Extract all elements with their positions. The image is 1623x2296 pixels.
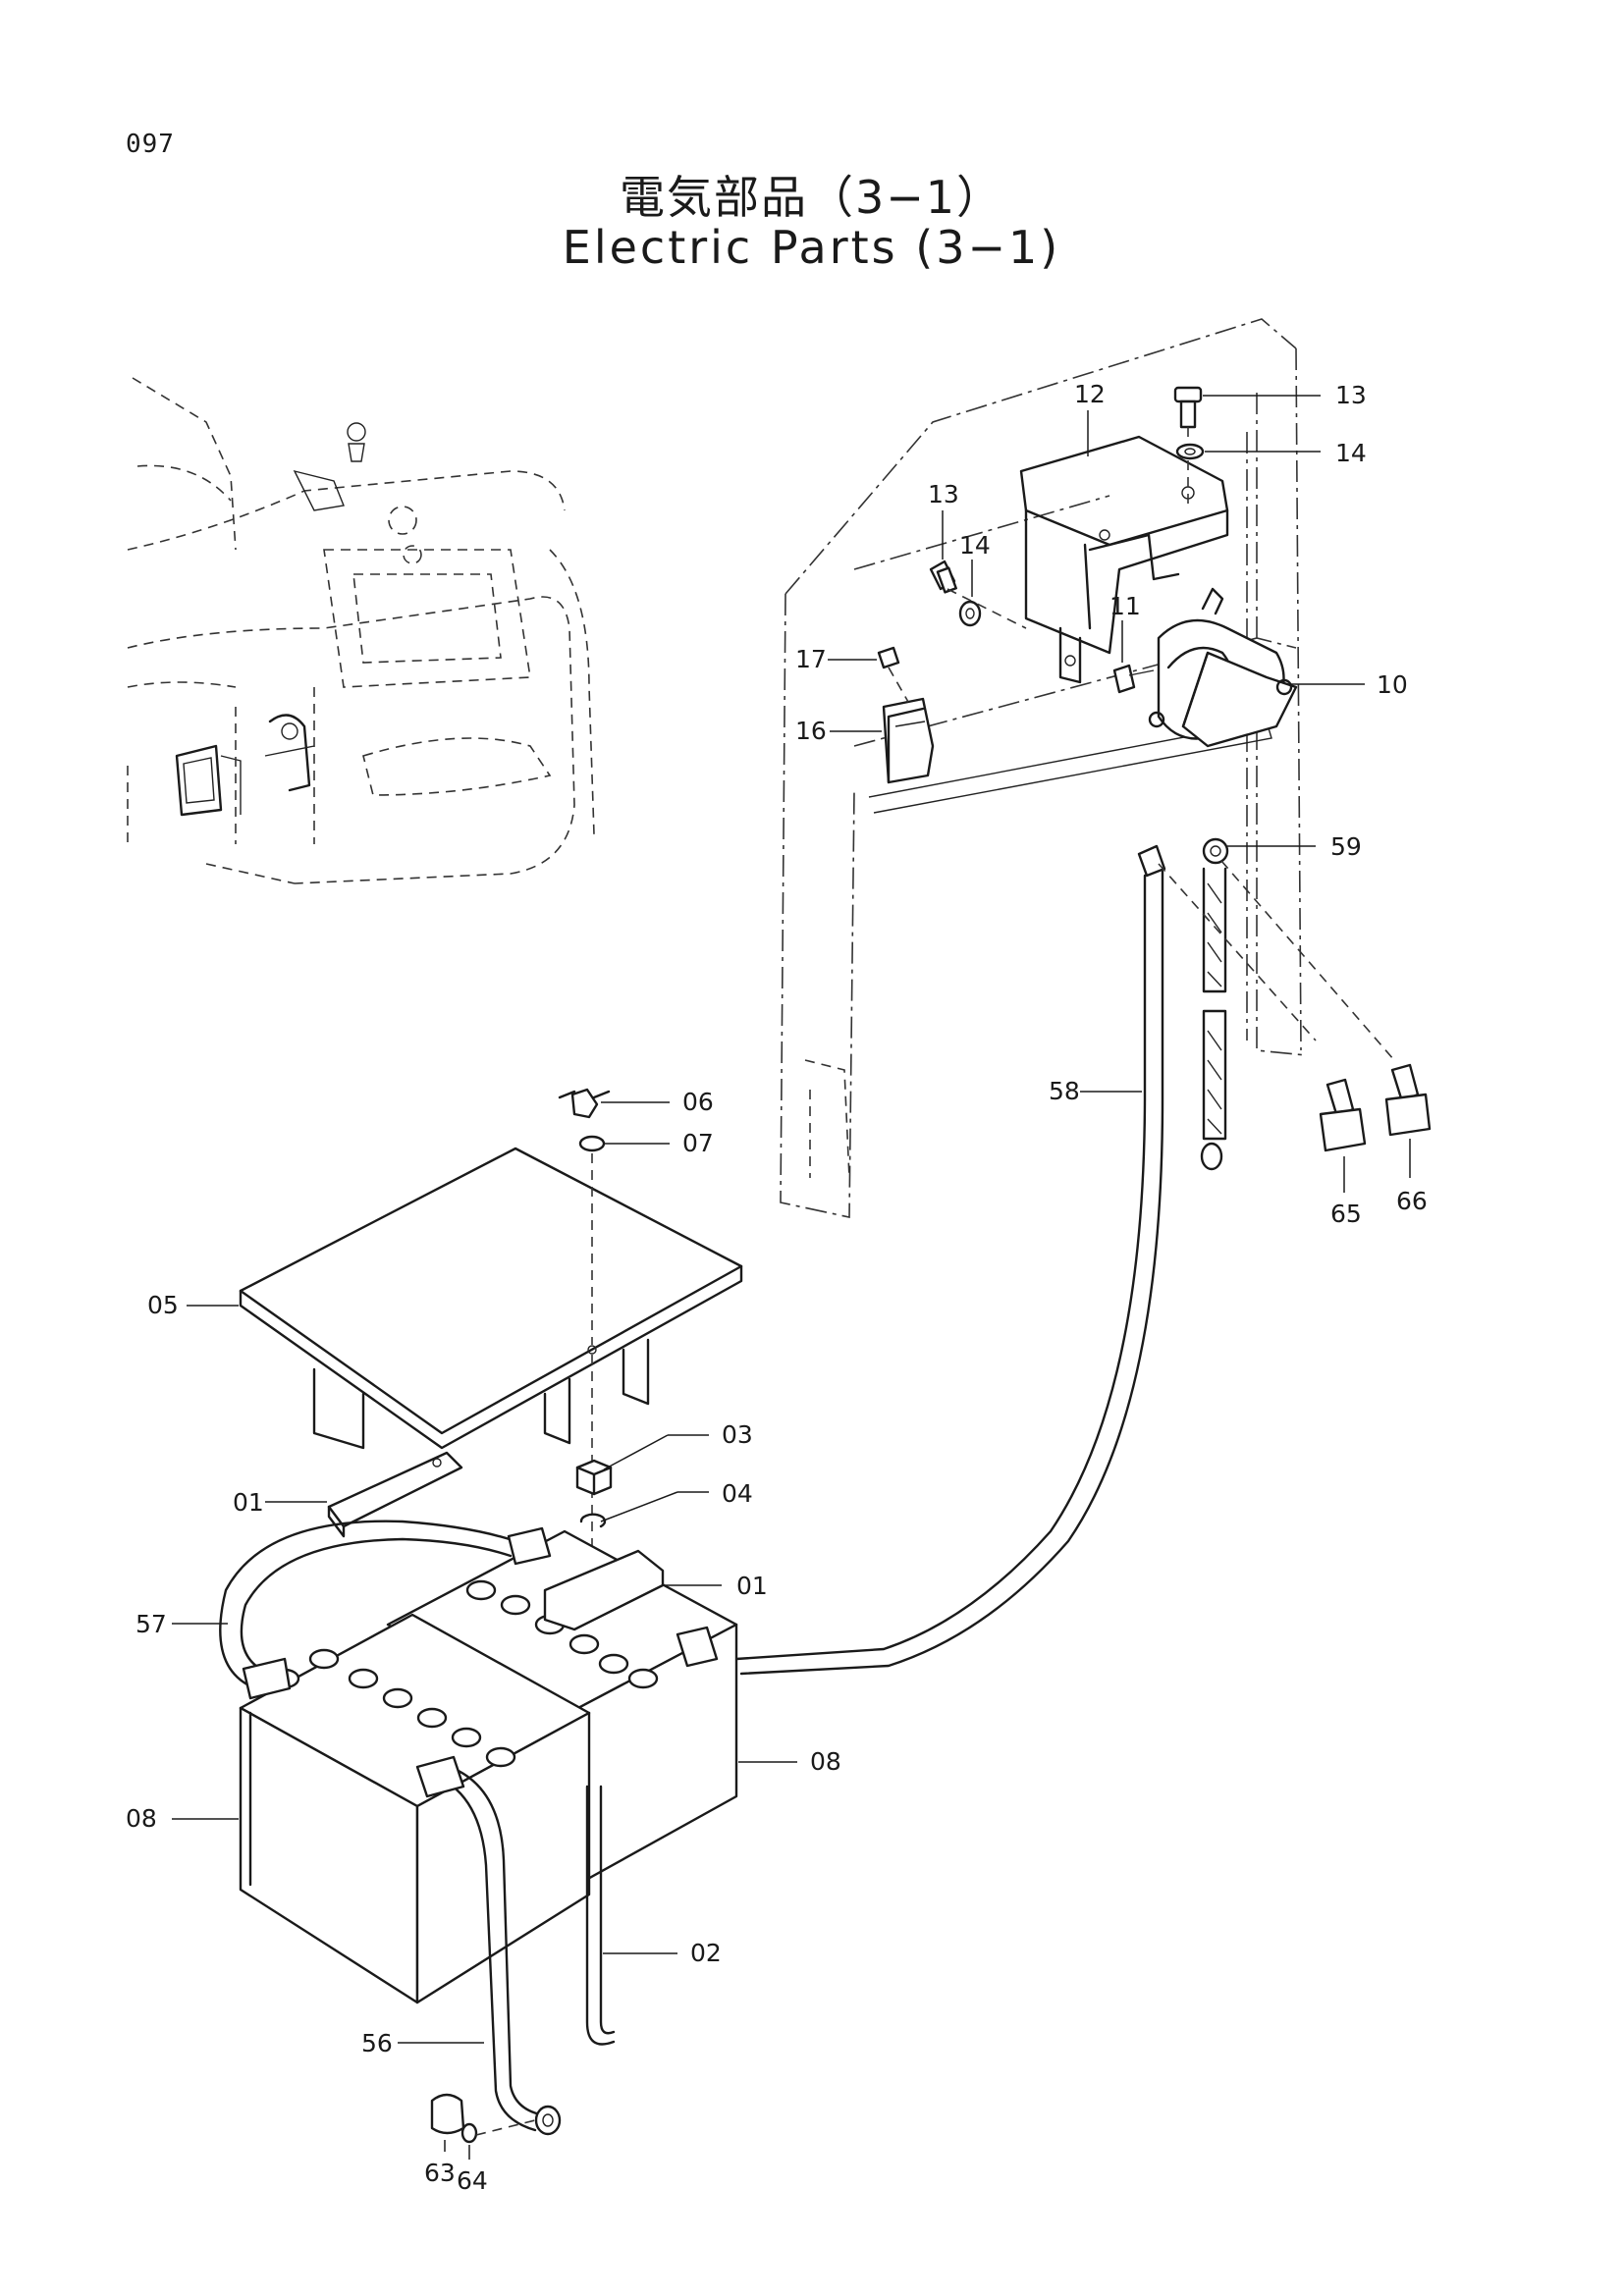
mounting-frame-outline	[780, 318, 1307, 1218]
callout-17: 17	[795, 645, 827, 673]
machine-overview-sketch	[127, 377, 595, 884]
cables-and-terminals	[734, 837, 1432, 1676]
battery-cables	[219, 1520, 719, 2144]
callout-14-left: 14	[959, 531, 991, 560]
callout-57: 57	[135, 1610, 167, 1638]
battery-pair	[239, 1451, 738, 2046]
callout-13-left: 13	[928, 480, 959, 508]
callout-11: 11	[1109, 592, 1141, 620]
callout-10: 10	[1377, 670, 1408, 699]
callout-01-right: 01	[736, 1572, 768, 1600]
callout-06: 06	[682, 1088, 714, 1116]
callout-12: 12	[1074, 380, 1106, 408]
callout-08-left: 08	[126, 1804, 157, 1833]
callout-03: 03	[722, 1420, 753, 1449]
battery-relay	[1112, 587, 1298, 748]
callout-01-left: 01	[233, 1488, 264, 1517]
battery-cover	[239, 1088, 743, 1610]
page-title-japanese: 電気部品（3−1）	[619, 171, 1004, 224]
callout-59: 59	[1330, 832, 1362, 861]
callout-16: 16	[795, 717, 827, 745]
controller-bracket	[1019, 435, 1229, 684]
callout-14-top: 14	[1335, 439, 1367, 467]
callout-13-top: 13	[1335, 381, 1367, 409]
callout-58: 58	[1049, 1077, 1080, 1105]
callout-07: 07	[682, 1129, 714, 1157]
callout-08-right: 08	[810, 1747, 841, 1776]
fuse-holder	[877, 646, 935, 784]
callout-04: 04	[722, 1479, 753, 1508]
callout-56: 56	[361, 2029, 393, 2057]
callout-66: 66	[1396, 1187, 1428, 1215]
callout-64: 64	[457, 2166, 488, 2195]
bolt-and-washer-set	[929, 386, 1205, 629]
callout-05: 05	[147, 1291, 179, 1319]
page-title-english: Electric Parts (3−1)	[562, 221, 1061, 274]
callout-labels: 13 14 12 13 14 17 11 10 16 59 58 06 07 6…	[126, 380, 1428, 2195]
callout-65: 65	[1330, 1200, 1362, 1228]
page-number: 097	[126, 130, 175, 159]
callout-63: 63	[424, 2159, 456, 2187]
callout-02: 02	[690, 1939, 722, 1967]
